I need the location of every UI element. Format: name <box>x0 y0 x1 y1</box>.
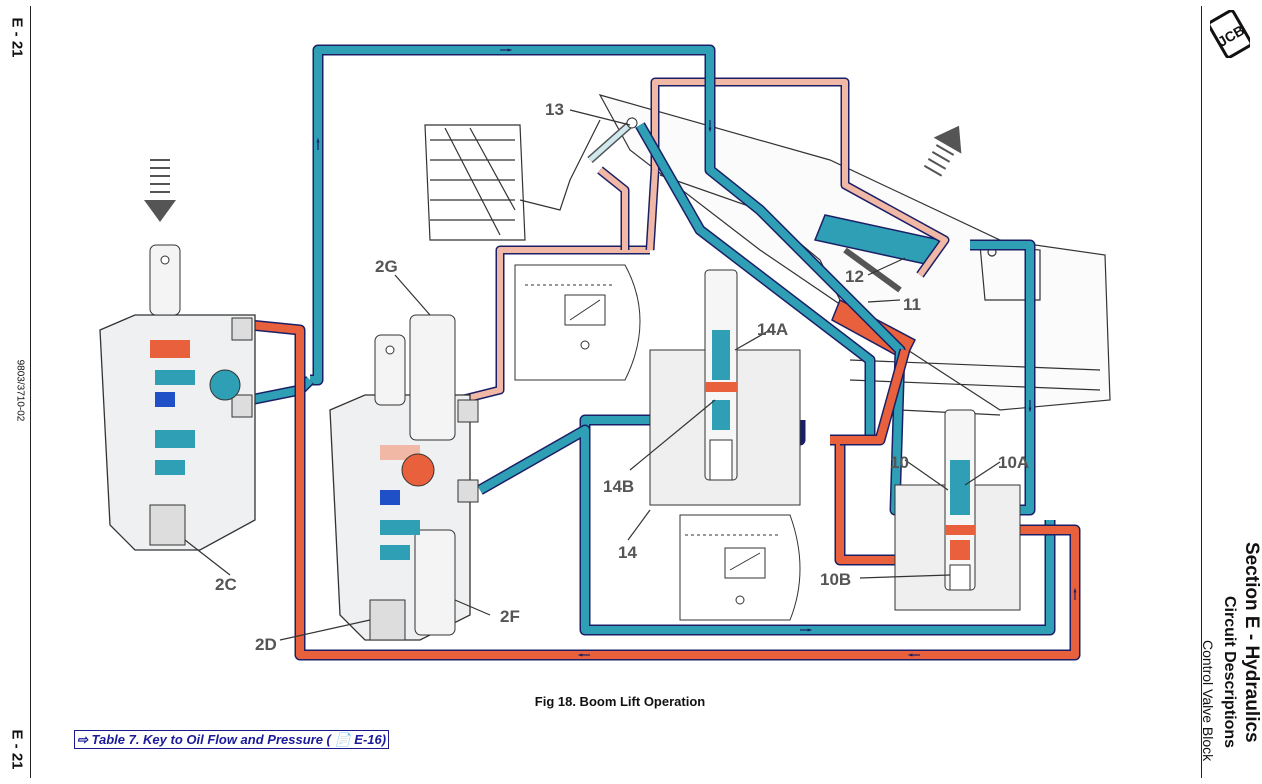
ram-13 <box>587 117 638 163</box>
table-reference-link[interactable]: ⇨ Table 7. Key to Oil Flow and Pressure … <box>74 730 390 749</box>
label-10a: 10A <box>998 453 1029 472</box>
left-margin-rule <box>30 6 31 778</box>
label-14b: 14B <box>603 477 634 496</box>
jcb-logo: JCB <box>1210 10 1250 58</box>
document-code: 9803/3710-02 <box>14 359 26 422</box>
spool-valve-2d <box>329 314 479 641</box>
label-14a: 14A <box>757 320 788 339</box>
page-number-top: E - 21 <box>8 17 26 58</box>
return-lines <box>248 44 1056 636</box>
label-2d: 2D <box>255 635 277 654</box>
section-title: Section E - Hydraulics <box>1241 542 1262 743</box>
down-motion-arrow <box>144 159 176 222</box>
label-14: 14 <box>618 543 637 562</box>
label-2c: 2C <box>215 575 237 594</box>
relief-valve-10 <box>894 409 1021 611</box>
bucket <box>424 119 601 241</box>
boom-lift-hydraulic-diagram: 13 12 11 2G 14A 14B 14 10 10A 10B 2C 2D … <box>99 44 1111 661</box>
page-number-bottom: E - 21 <box>8 729 26 770</box>
label-13: 13 <box>545 100 564 119</box>
component-labels: 13 12 11 2G 14A 14B 14 10 10A 10B 2C 2D … <box>215 100 1029 654</box>
spool-valve-2c <box>99 244 256 551</box>
label-10: 10 <box>890 453 909 472</box>
label-10b: 10B <box>820 570 851 589</box>
label-11: 11 <box>903 295 921 314</box>
relief-symbol-bottom <box>679 514 801 621</box>
label-2g: 2G <box>375 257 398 276</box>
section-subsubtitle: Control Valve Block <box>1200 640 1216 762</box>
label-12: 12 <box>845 267 864 286</box>
section-subtitle: Circuit Descriptions <box>1221 596 1238 749</box>
up-motion-arrow <box>923 125 962 177</box>
figure-caption: Fig 18. Boom Lift Operation <box>534 694 706 709</box>
relief-symbol-top <box>514 264 641 381</box>
pressure-lines <box>249 319 1081 661</box>
relief-valve-14 <box>649 269 801 506</box>
right-margin-rule <box>1201 6 1202 778</box>
leader-lines <box>184 109 1001 641</box>
flow-arrows <box>316 48 1077 657</box>
label-2f: 2F <box>500 607 520 626</box>
